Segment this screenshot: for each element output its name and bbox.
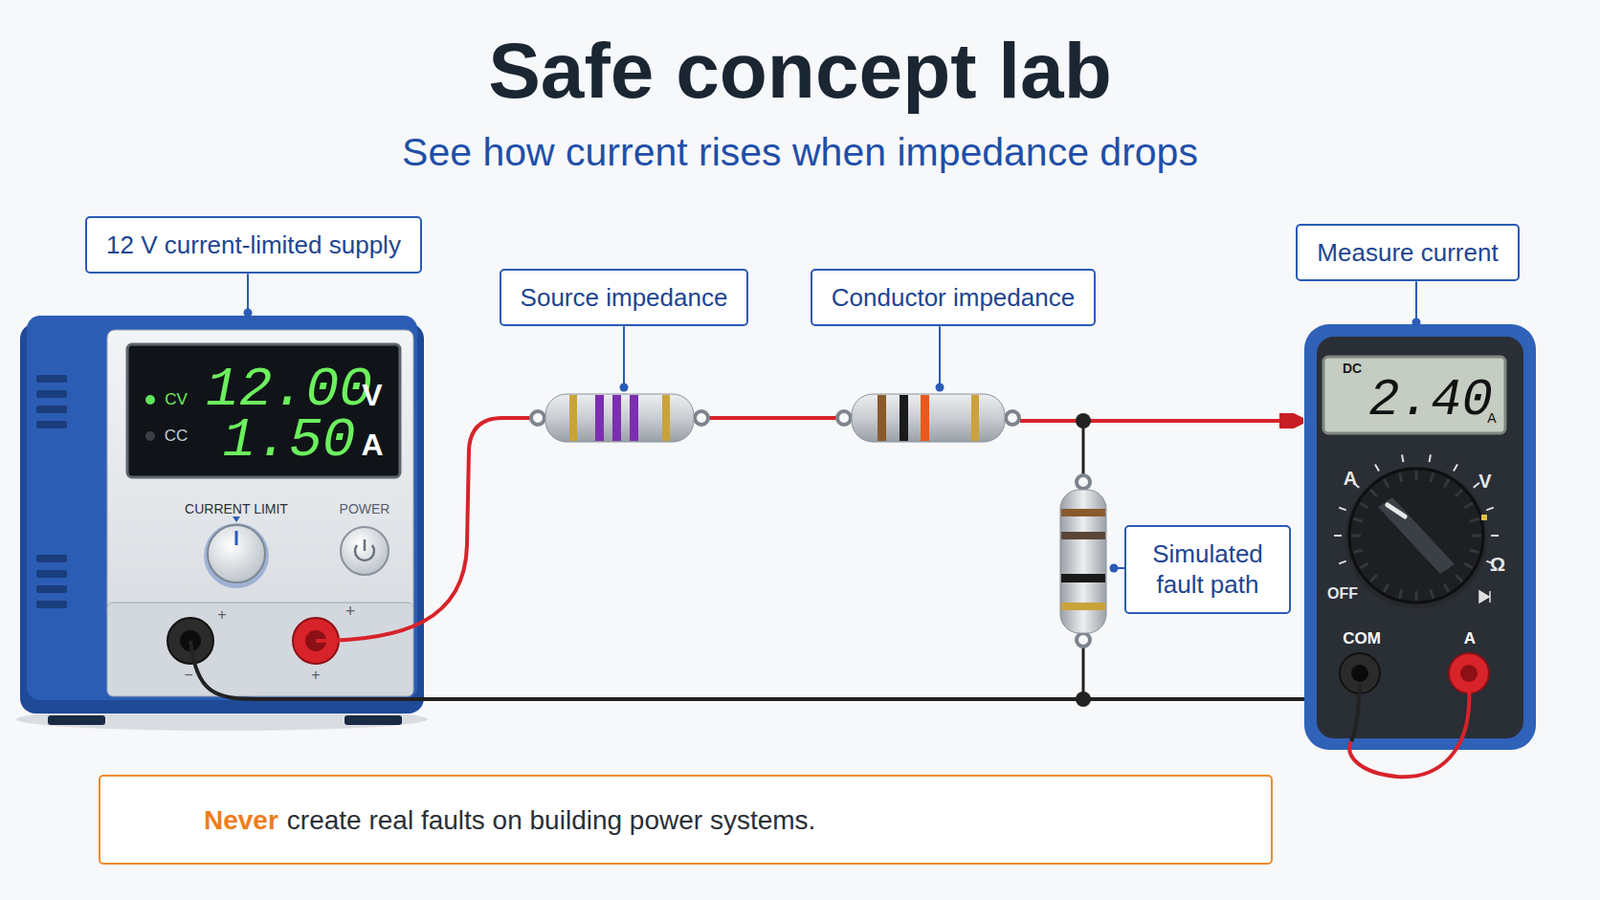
junction-dot: [1075, 413, 1091, 429]
terminal-sign: −: [183, 666, 193, 685]
warning-emphasis: Never: [203, 803, 279, 838]
callout-box: Simulated fault path: [1124, 525, 1291, 615]
subtitle: See how current rises when impedance dro…: [401, 131, 1199, 175]
warning-text: create real faults on building power sys…: [287, 803, 817, 838]
warning-banner: Nevercreate real faults on building powe…: [98, 775, 1273, 866]
leader-line: [246, 273, 249, 313]
red-wire: [1020, 419, 1292, 423]
leader-dot: [935, 383, 945, 393]
callout-box: 12 V current-limited supply: [85, 216, 423, 275]
control-label: CURRENT LIMIT: [184, 502, 289, 517]
dial-label: OFF: [1327, 585, 1358, 603]
control-label: POWER: [339, 502, 391, 517]
callout-label: 12 V current-limited supply: [106, 229, 401, 262]
leader-dot: [244, 309, 253, 318]
resistor-symbol: [1060, 475, 1107, 647]
black-wire: [190, 641, 1360, 700]
fault-wire: [1082, 647, 1086, 700]
power-supply: [16, 315, 428, 732]
multimeter: [1279, 324, 1536, 778]
callout-label: Simulated fault path: [1145, 538, 1270, 601]
junction-dot: [1075, 691, 1091, 708]
title: Safe concept lab: [488, 27, 1112, 114]
jack-label: COM: [1342, 630, 1381, 649]
callout-label: Measure current: [1316, 237, 1498, 269]
current-readout: 2.40: [1368, 372, 1493, 429]
unit-label: V: [361, 378, 382, 413]
mode-indicator: CV: [164, 391, 188, 410]
leader-dot: [1412, 318, 1422, 328]
terminal-sign: +: [345, 602, 356, 623]
leader-line: [1415, 281, 1418, 323]
mode-label: DC: [1342, 361, 1362, 377]
resistor-symbol: [837, 394, 1020, 443]
leader-dot: [1110, 564, 1119, 574]
leader-line: [622, 326, 625, 388]
terminal-sign: +: [311, 666, 320, 685]
callout-box: Measure current: [1295, 223, 1519, 283]
callout-box: Conductor impedance: [810, 268, 1096, 328]
callout-label: Conductor impedance: [831, 282, 1075, 314]
fault-wire: [1082, 421, 1086, 475]
resistor-symbol: [531, 394, 709, 443]
dial-label: Ω: [1489, 554, 1506, 576]
red-wire: [709, 416, 837, 421]
mode-indicator: CC: [164, 427, 189, 446]
unit-label: A: [1487, 411, 1496, 426]
leader-line: [938, 326, 941, 388]
callout-label: Source impedance: [520, 282, 729, 314]
current-readout: 1.50: [222, 410, 356, 472]
unit-label: A: [360, 428, 383, 463]
dial-label: V: [1478, 470, 1491, 492]
leader-dot: [620, 383, 629, 393]
jack-label: A: [1464, 630, 1476, 649]
callout-box: Source impedance: [499, 268, 750, 328]
terminal-sign: +: [217, 606, 226, 624]
dial-label: A: [1343, 467, 1357, 489]
